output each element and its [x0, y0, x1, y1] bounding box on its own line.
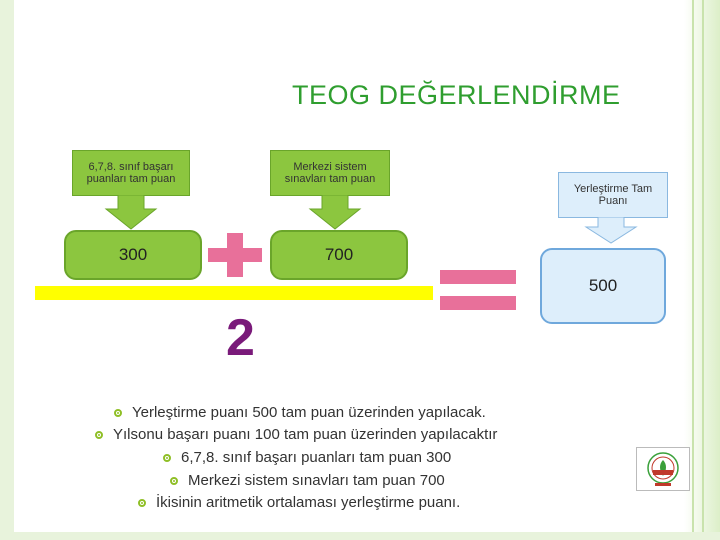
- slide-frame-line: [692, 0, 694, 540]
- grades-value: 300: [118, 245, 148, 264]
- bullet-icon: [95, 430, 103, 439]
- divisor-number: 2: [226, 309, 255, 367]
- placement-value: 500: [588, 276, 618, 295]
- slide-frame-left: [0, 0, 14, 540]
- equals-sign-icon: [440, 270, 516, 284]
- placement-value-box: 500: [540, 248, 666, 324]
- bullet-item: Merkezi sistem sınavları tam puan 700: [170, 472, 445, 489]
- grades-down-arrow: [104, 195, 158, 230]
- plus-sign-icon: [208, 248, 262, 262]
- grades-callout-label: 6,7,8. sınıf başarı puanları tam puan: [86, 161, 176, 185]
- grades-value-box: 300: [64, 230, 202, 280]
- bullet-icon: [163, 453, 171, 462]
- central-callout: Merkezi sistem sınavları tam puan: [270, 150, 390, 196]
- central-callout-label: Merkezi sistem sınavları tam puan: [284, 161, 376, 185]
- slide-frame-line: [702, 0, 704, 540]
- bullet-icon: [114, 408, 122, 417]
- central-down-arrow: [308, 195, 362, 230]
- slide-title: TEOG DEĞERLENDİRME: [292, 80, 621, 110]
- bullet-item: 6,7,8. sınıf başarı puanları tam puan 30…: [163, 449, 451, 466]
- central-value: 700: [324, 245, 354, 264]
- grades-callout: 6,7,8. sınıf başarı puanları tam puan: [72, 150, 190, 196]
- bullet-item: İkisinin aritmetik ortalaması yerleştirm…: [138, 494, 460, 511]
- equals-sign-icon: [440, 296, 516, 310]
- bullet-icon: [170, 476, 178, 485]
- placement-callout: Yerleştirme Tam Puanı: [558, 172, 668, 218]
- placement-down-arrow: [584, 217, 638, 244]
- bullet-icon: [138, 498, 146, 507]
- central-value-box: 700: [270, 230, 408, 280]
- bullet-item: Yerleştirme puanı 500 tam puan üzerinden…: [114, 404, 486, 421]
- school-emblem-icon: [636, 447, 690, 491]
- division-bar: [35, 286, 433, 300]
- bullet-item: Yılsonu başarı puanı 100 tam puan üzerin…: [95, 426, 497, 443]
- slide-frame-bottom: [0, 532, 720, 540]
- placement-callout-label: Yerleştirme Tam Puanı: [573, 183, 653, 207]
